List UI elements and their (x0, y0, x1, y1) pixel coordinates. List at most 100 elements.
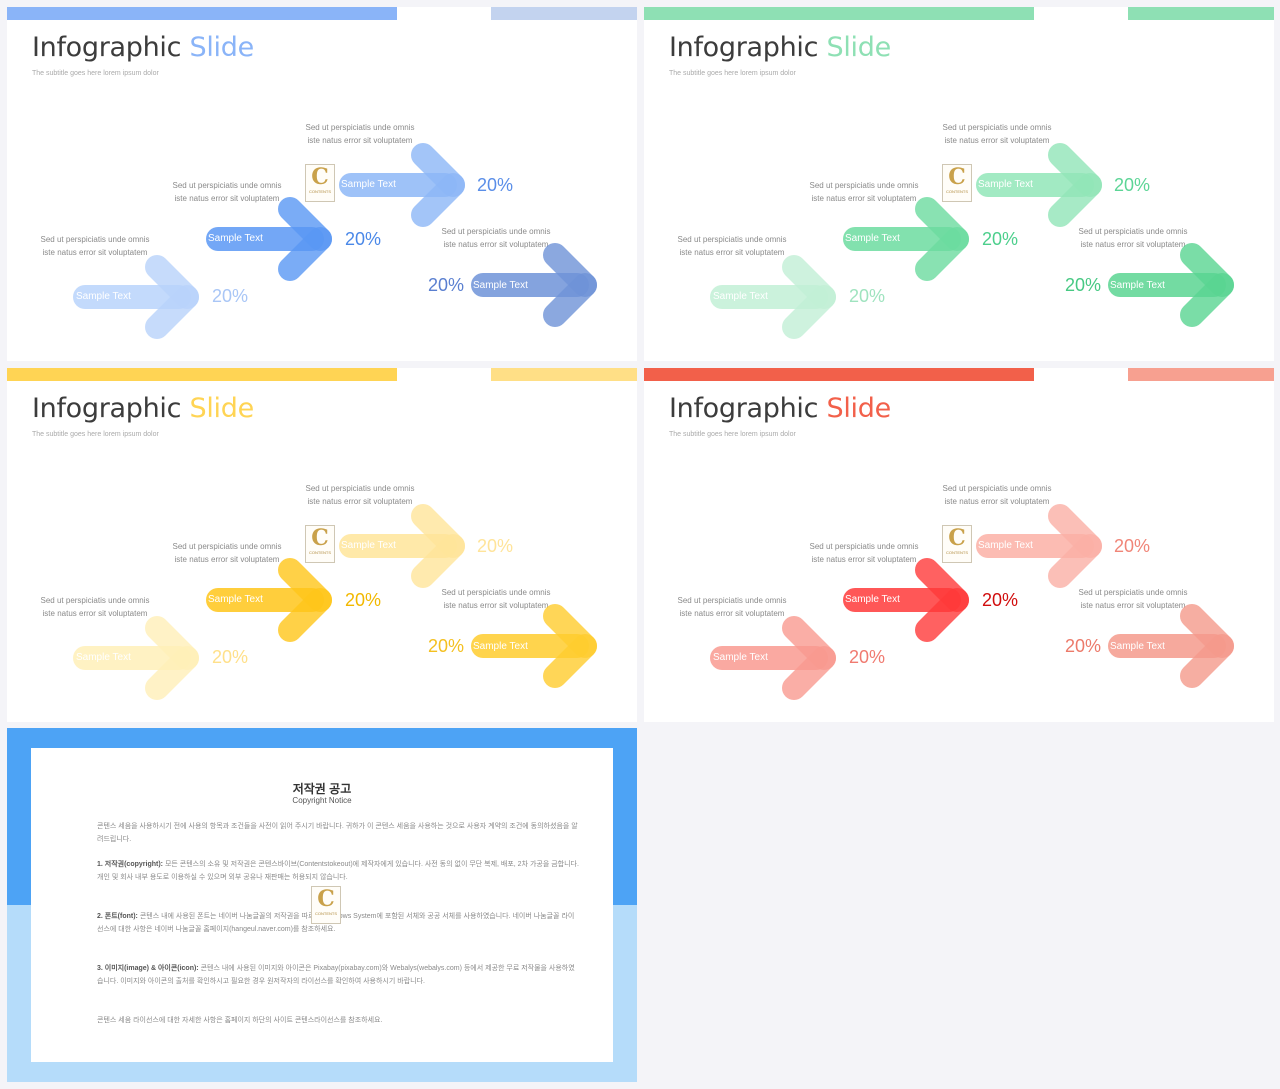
slide-title-accent: Slide (826, 32, 891, 63)
arrow-label: Sample Text (76, 291, 131, 302)
arrow-shape (73, 255, 199, 339)
logo-letter: C (311, 164, 329, 190)
font-section-body: 콘텐스 내에 사용된 폰트는 네이버 나눔글꼴의 저작권을 따르며 Window… (97, 913, 575, 933)
copyright-section-font: 2. 폰트(font): 콘텐스 내에 사용된 폰트는 네이버 나눔글꼴의 저작… (97, 910, 579, 936)
arrow-label: Sample Text (713, 291, 768, 302)
percentage-value: 20% (982, 229, 1019, 249)
accent-bar-right (491, 368, 637, 381)
percentage-value: 20% (1114, 175, 1151, 195)
arrow-shape (206, 197, 332, 281)
item-description: Sed ut perspiciatis unde omnis iste natu… (809, 542, 919, 564)
item-description: Sed ut perspiciatis unde omnis iste natu… (1078, 588, 1188, 610)
arrow-shape (843, 197, 969, 281)
arrow-shape (1108, 604, 1234, 688)
arrow-shape (1108, 243, 1234, 327)
slide-title: Infographic Slide (32, 393, 254, 424)
slide-title-accent: Slide (189, 32, 254, 63)
slide-subtitle: The subtitle goes here lorem ipsum dolor (669, 70, 796, 77)
percentage-value: 20% (1114, 536, 1151, 556)
logo-text: CONTENTS (315, 911, 337, 916)
arrow-label: Sample Text (978, 540, 1033, 551)
item-description: Sed ut perspiciatis unde omnis iste natu… (172, 181, 282, 203)
item-description: Sed ut perspiciatis unde omnis iste natu… (40, 596, 150, 618)
item-description: Sed ut perspiciatis unde omnis iste natu… (942, 484, 1052, 506)
arrow-shape (976, 504, 1102, 588)
arrow-label: Sample Text (713, 652, 768, 663)
logo-text: CONTENTS (946, 550, 968, 555)
arrow-label: Sample Text (208, 233, 263, 244)
logo-text: CONTENTS (946, 189, 968, 194)
accent-bar-right (1128, 368, 1274, 381)
item-description: Sed ut perspiciatis unde omnis iste natu… (305, 484, 415, 506)
item-description: Sed ut perspiciatis unde omnis iste natu… (809, 181, 919, 203)
copyright-title: 저작권 공고 (292, 782, 352, 796)
arrow-shape (206, 558, 332, 642)
slide-title-main: Infographic (32, 32, 182, 63)
arrow-label: Sample Text (1110, 280, 1165, 291)
percentage-value: 20% (428, 636, 465, 656)
copyright-footer: 콘텐스 세움 라이선스에 대한 자세한 사항은 홈페이지 하단의 사이트 콘텐스… (97, 1017, 383, 1024)
copyright-section-image: 3. 이미지(image) & 아이콘(icon): 콘텐스 내에 사용된 이미… (97, 962, 579, 988)
logo-text: CONTENTS (309, 550, 331, 555)
slide-title: Infographic Slide (669, 32, 891, 63)
percentage-value: 20% (345, 229, 382, 249)
slide-title: Infographic Slide (669, 393, 891, 424)
percentage-value: 20% (477, 175, 514, 195)
percentage-value: 20% (212, 286, 249, 306)
slide-title-main: Infographic (669, 393, 819, 424)
image-section-heading: 3. 이미지(image) & 아이콘(icon): (97, 965, 199, 972)
arrow-label: Sample Text (1110, 641, 1165, 652)
item-description: Sed ut perspiciatis unde omnis iste natu… (1078, 227, 1188, 249)
accent-bar-left (644, 368, 1034, 381)
arrow-shape (710, 616, 836, 700)
arrow-label: Sample Text (978, 179, 1033, 190)
item-description: Sed ut perspiciatis unde omnis iste natu… (677, 596, 787, 618)
arrow-shape (339, 143, 465, 227)
logo-letter: C (948, 164, 966, 190)
arrow-label: Sample Text (341, 179, 396, 190)
slide-copyright: 저작권 공고 Copyright Notice 콘텐스 세움을 사용하시기 전에… (7, 728, 637, 1082)
accent-bar-left (644, 7, 1034, 20)
item-description: Sed ut perspiciatis unde omnis iste natu… (441, 588, 551, 610)
slide-title-accent: Slide (826, 393, 891, 424)
arrow-label: Sample Text (473, 280, 528, 291)
copyright-card: 저작권 공고 Copyright Notice 콘텐스 세움을 사용하시기 전에… (31, 748, 613, 1062)
arrow-label: Sample Text (473, 641, 528, 652)
item-description: Sed ut perspiciatis unde omnis iste natu… (942, 123, 1052, 145)
accent-bar-left (7, 368, 397, 381)
slide-subtitle: The subtitle goes here lorem ipsum dolor (669, 431, 796, 438)
logo-letter: C (311, 525, 329, 551)
accent-bar-right (1128, 7, 1274, 20)
copyright-section-copyright: 1. 저작권(copyright): 모든 콘텐스의 소유 및 저작권은 콘텐스… (97, 858, 579, 884)
slide-title-accent: Slide (189, 393, 254, 424)
slide-title: Infographic Slide (32, 32, 254, 63)
font-section-heading: 2. 폰트(font): (97, 913, 138, 920)
percentage-value: 20% (345, 590, 382, 610)
item-description: Sed ut perspiciatis unde omnis iste natu… (172, 542, 282, 564)
arrow-shape (339, 504, 465, 588)
copyright-section-body: 모든 콘텐스의 소유 및 저작권은 콘텐스바이브(Contentstokeout… (97, 861, 579, 881)
arrow-shape (471, 243, 597, 327)
arrow-shape (710, 255, 836, 339)
percentage-value: 20% (1065, 636, 1102, 656)
percentage-value: 20% (1065, 275, 1102, 295)
logo-text: CONTENTS (309, 189, 331, 194)
copyright-intro: 콘텐스 세움을 사용하시기 전에 사용의 항목과 조건들을 사전이 읽어 주시기… (97, 823, 578, 843)
percentage-value: 20% (212, 647, 249, 667)
arrow-label: Sample Text (208, 594, 263, 605)
slide-subtitle: The subtitle goes here lorem ipsum dolor (32, 70, 159, 77)
slide-subtitle: The subtitle goes here lorem ipsum dolor (32, 431, 159, 438)
percentage-value: 20% (982, 590, 1019, 610)
copyright-section-heading: 1. 저작권(copyright): (97, 861, 163, 868)
item-description: Sed ut perspiciatis unde omnis iste natu… (441, 227, 551, 249)
copyright-subtitle: Copyright Notice (292, 796, 352, 805)
image-section-body: 콘텐스 내에 사용된 이미지와 아이콘은 Pixabay(pixabay.com… (97, 965, 575, 985)
percentage-value: 20% (428, 275, 465, 295)
slide-title-main: Infographic (669, 32, 819, 63)
